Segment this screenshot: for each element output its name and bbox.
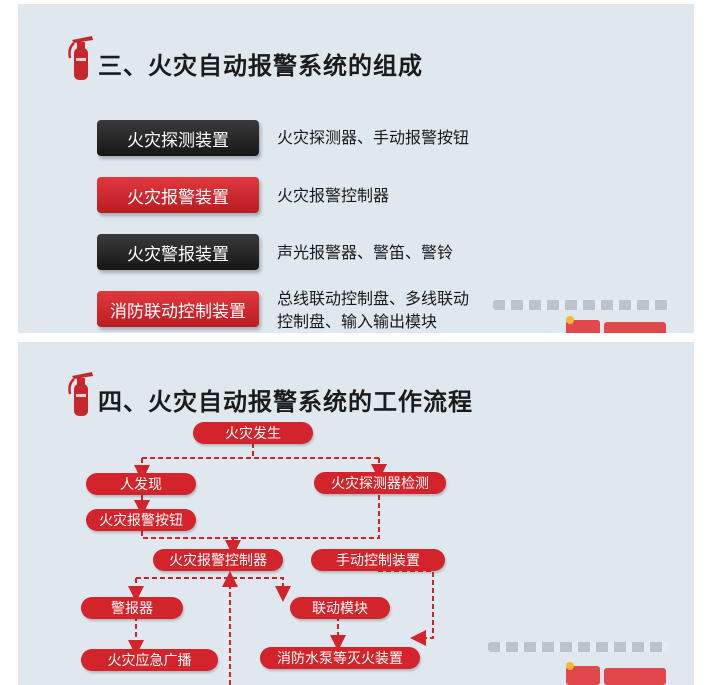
page-title: 四、火灾自动报警系统的工作流程 bbox=[98, 388, 473, 416]
component-label-linkage: 消防联动控制装置 bbox=[97, 291, 259, 327]
flow-node-person: 人发现 bbox=[86, 473, 196, 495]
component-desc-warning: 声光报警器、警笛、警铃 bbox=[277, 243, 454, 262]
fire-truck-icon bbox=[566, 662, 666, 685]
blurred-watermark bbox=[488, 642, 668, 652]
slide-composition: 三、火灾自动报警系统的组成 火灾探测装置 火灾探测器、手动报警按钮 火灾报警装置… bbox=[18, 4, 694, 333]
component-desc-linkage: 总线联动控制盘、多线联动 控制盘、输入输出模块 bbox=[277, 287, 469, 333]
component-desc-detection: 火灾探测器、手动报警按钮 bbox=[277, 128, 470, 147]
blurred-watermark bbox=[493, 300, 669, 310]
component-desc-linkage-line1: 总线联动控制盘、多线联动 bbox=[277, 289, 470, 308]
component-label-warning: 火灾警报装置 bbox=[97, 234, 259, 270]
component-desc-alarm: 火灾报警控制器 bbox=[277, 186, 390, 205]
slide-workflow: 四、火灾自动报警系统的工作流程 火灾发生 人发现 火灾探测器检测 火灾报警按钮 … bbox=[18, 342, 694, 685]
flow-node-manual: 手动控制装置 bbox=[311, 549, 445, 571]
flow-node-fire: 火灾发生 bbox=[193, 422, 313, 444]
flow-connectors bbox=[128, 443, 434, 685]
flow-node-module: 联动模块 bbox=[290, 597, 390, 619]
fire-extinguisher-icon bbox=[68, 36, 93, 80]
component-label-detection: 火灾探测装置 bbox=[97, 120, 259, 156]
fire-truck-icon bbox=[566, 316, 666, 333]
flow-node-controller: 火灾报警控制器 bbox=[153, 549, 283, 571]
flow-node-detector: 火灾探测器检测 bbox=[314, 472, 446, 494]
page-title: 三、火灾自动报警系统的组成 bbox=[98, 52, 423, 80]
flow-node-broadcast: 火灾应急广播 bbox=[81, 649, 218, 671]
flow-node-alarm: 警报器 bbox=[81, 597, 183, 619]
component-label-alarm: 火灾报警装置 bbox=[97, 177, 259, 213]
flow-node-pump: 消防水泵等灭火装置 bbox=[260, 647, 420, 669]
flow-node-button: 火灾报警按钮 bbox=[86, 509, 196, 531]
fire-extinguisher-icon bbox=[68, 372, 93, 416]
component-desc-linkage-line2: 控制盘、输入输出模块 bbox=[277, 312, 438, 331]
